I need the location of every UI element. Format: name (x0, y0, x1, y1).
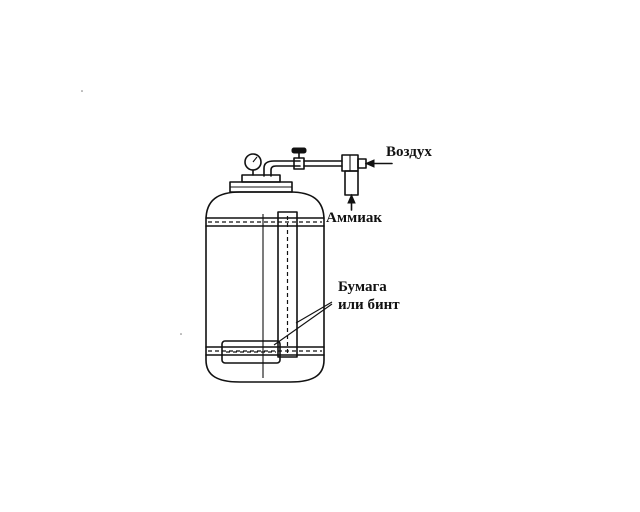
horizontal-pipe (303, 160, 343, 167)
vertical-tube (277, 211, 298, 358)
paper-label-line2: или бинт (338, 297, 400, 313)
lower-band (205, 346, 325, 356)
feed-pipe (263, 160, 301, 177)
air-inlet-arrow (364, 159, 393, 168)
scan-speck (180, 333, 182, 335)
pressure-gauge-icon (244, 153, 262, 176)
valve-icon (291, 147, 307, 170)
paper-leader-lines (273, 301, 333, 346)
vessel-body (205, 191, 325, 383)
scan-speck (81, 90, 83, 92)
ammonia-inlet-arrow (347, 193, 356, 211)
ammonia-label: Аммиак (326, 210, 382, 226)
top-flange (229, 174, 293, 193)
paper-label-line1: Бумага (338, 279, 387, 295)
air-label: Воздух (386, 144, 432, 160)
upper-band (205, 217, 325, 227)
mixer-fitting (341, 154, 367, 196)
bottom-cylinder (221, 340, 281, 364)
